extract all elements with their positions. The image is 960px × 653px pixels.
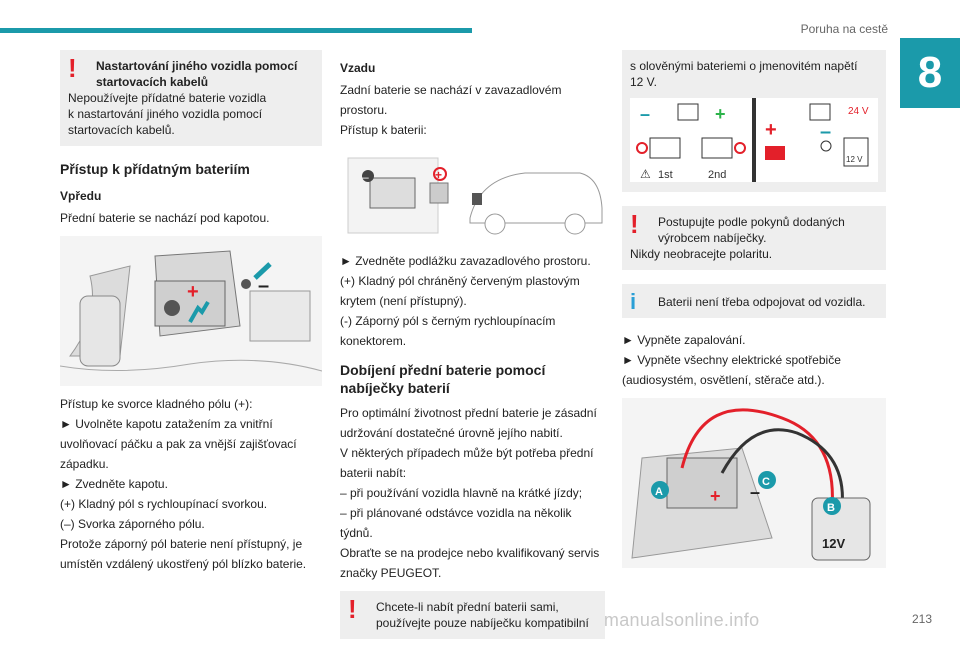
charging-title: Dobíjení přední baterie pomocí nabíječky… — [340, 362, 546, 396]
svg-text:+: + — [765, 119, 777, 141]
label-c: C — [762, 476, 770, 488]
svg-text:⚠: ⚠ — [640, 167, 651, 181]
warning-title: Nastartování jiného vozidla pomocí — [96, 59, 298, 73]
text-line: týdnů. — [340, 526, 373, 540]
text-line: Obraťte se na prodejce nebo kvalifikovan… — [340, 546, 600, 560]
page-header-title: Poruha na cestě — [800, 22, 888, 36]
front-battery-illustration: + – — [59, 236, 323, 386]
label-a: A — [655, 486, 663, 498]
info-icon: i — [630, 289, 637, 314]
warning-icon: ! — [348, 594, 357, 624]
svg-text:+: + — [187, 281, 199, 303]
warning-text: startovacích kabelů. — [68, 123, 175, 137]
warning-box-polarity: ! Postupujte podle pokynů dodaných výrob… — [622, 206, 886, 270]
page-number: 213 — [911, 612, 932, 626]
subsection-front: Vpředu — [60, 189, 102, 203]
section-title: Přístup k přídatným bateriím — [60, 161, 250, 177]
svg-text:+: + — [435, 168, 442, 182]
svg-text:+: + — [715, 104, 726, 124]
volt-24-label: 24 V — [848, 106, 869, 117]
warning-box-charger: ! Chcete-li nabít přední baterii sami, p… — [340, 591, 605, 639]
warning-title: startovacích kabelů — [96, 75, 209, 89]
info-box-disconnect: i Baterii není třeba odpojovat od vozidl… — [622, 284, 886, 318]
rear-text: Přístup k baterii: — [340, 123, 427, 137]
text-line: (+) Kladný pól s rychloupínací svorkou. — [60, 497, 268, 511]
volt-12-label: 12 V — [846, 155, 863, 164]
charger-voltage-label: 12V — [822, 536, 845, 551]
chapter-tab: 8 — [900, 38, 960, 108]
rear-text: prostoru. — [340, 103, 388, 117]
label-b: B — [827, 502, 835, 514]
text-line: (audiosystém, osvětlení, stěrače atd.). — [622, 373, 825, 387]
text-line: ► Zvedněte podlážku zavazadlového prosto… — [340, 254, 591, 268]
rear-text: Zadní baterie se nachází v zavazadlovém — [340, 83, 562, 97]
text-line: uvolňovací páčku a pak za vnější zajišťo… — [60, 437, 297, 451]
svg-text:–: – — [820, 121, 831, 143]
text-line: (+) Kladný pól chráněný červeným plastov… — [340, 274, 580, 288]
text-line: Přístup ke svorce kladného pólu (+): — [60, 397, 253, 411]
text-line: (-) Záporný pól s černým rychloupínacím — [340, 314, 556, 328]
svg-text:–: – — [750, 482, 760, 502]
text-line: ► Zvedněte kapotu. — [60, 477, 168, 491]
text-line: značky PEUGEOT. — [340, 566, 442, 580]
text-line: ► Vypněte zapalování. — [622, 333, 746, 347]
text-line: západku. — [60, 457, 109, 471]
column-2: Vzadu Zadní baterie se nachází v zavazad… — [340, 50, 605, 653]
charger-diagram: – + 1st 2nd ⚠ 24 V + – 12 V — [630, 98, 878, 186]
warning-icon: ! — [630, 209, 639, 239]
text-line: konektorem. — [340, 334, 407, 348]
column-3: s olověnými bateriemi o jmenovitém napět… — [622, 50, 886, 578]
text-line: umístěn vzdálený ukostřený pól blízko ba… — [60, 557, 307, 571]
rear-battery-illustration: – + — [340, 148, 605, 243]
watermark: carmanualsonline.info — [578, 610, 760, 630]
second-step-label: 2nd — [708, 169, 726, 181]
warning-text: k nastartování jiného vozidla pomocí — [68, 107, 263, 121]
text-line: krytem (není přístupný). — [340, 294, 467, 308]
charger-diagram-box: s olověnými bateriemi o jmenovitém napět… — [622, 50, 886, 192]
svg-text:–: – — [258, 275, 269, 297]
subsection-rear: Vzadu — [340, 61, 376, 75]
text-line: Protože záporný pól baterie není přístup… — [60, 537, 303, 551]
svg-text:–: – — [640, 104, 650, 124]
warning-text: Nepoužívejte přídatné baterie vozidla — [68, 91, 267, 105]
warning-icon: ! — [68, 53, 77, 83]
text-line: Pro optimální životnost přední baterie j… — [340, 406, 597, 420]
text-line: ► Uvolněte kapotu zatažením za vnitřní — [60, 417, 273, 431]
text-line: – při používání vozidla hlavně na krátké… — [340, 486, 583, 500]
text-line: baterii nabít: — [340, 466, 407, 480]
front-text: Přední baterie se nachází pod kapotou. — [60, 211, 270, 225]
header-accent-bar — [0, 28, 472, 33]
column-1: ! Nastartování jiného vozidla pomocí sta… — [59, 50, 323, 576]
svg-text:–: – — [362, 170, 369, 184]
text-line: udržování dostatečné úrovně jejího nabit… — [340, 426, 563, 440]
charger-connection-illustration: A C + – B 12V — [622, 398, 886, 568]
warning-box-jumpstart: ! Nastartování jiného vozidla pomocí sta… — [60, 50, 322, 146]
text-line: (–) Svorka záporného pólu. — [60, 517, 205, 531]
svg-text:+: + — [710, 486, 721, 506]
first-step-label: 1st — [658, 169, 673, 181]
text-line: V některých případech může být potřeba p… — [340, 446, 594, 460]
text-line: ► Vypněte všechny elektrické spotřebiče — [622, 353, 841, 367]
text-line: – při plánované odstávce vozidla na něko… — [340, 506, 572, 520]
